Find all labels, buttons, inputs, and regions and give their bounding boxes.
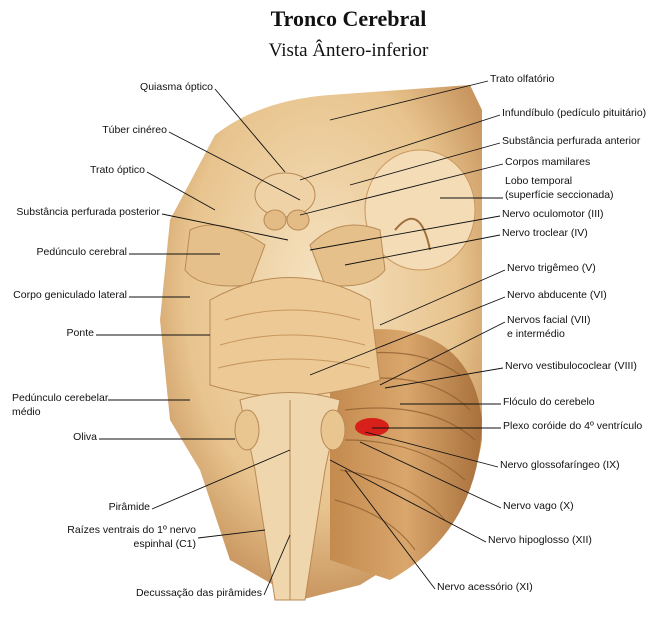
label-ponte: Ponte — [66, 327, 94, 339]
label-trato-optico: Trato óptico — [89, 164, 145, 176]
label-line-1: Lobo temporal — [505, 175, 573, 187]
label-nervos-facial: Nervos facial (VII) e intermédio — [507, 313, 590, 341]
label-nervo-acessorio: Nervo acessório (XI) — [437, 581, 533, 593]
label-oliva: Oliva — [73, 431, 97, 443]
label-nervo-oculomotor: Nervo oculomotor (III) — [502, 208, 604, 220]
choroid-plexus-shape — [355, 418, 389, 436]
label-nervo-glossofaringeo: Nervo glossofaríngeo (IX) — [500, 459, 620, 471]
label-nervo-vestibulococlear: Nervo vestibulococlear (VIII) — [505, 360, 637, 372]
label-corpo-geniculado-lateral: Corpo geniculado lateral — [13, 289, 127, 301]
label-substancia-perfurada-posterior: Substância perfurada posterior — [16, 206, 160, 218]
label-infundibulo: Infundíbulo (pedículo pituitário) — [502, 107, 647, 119]
label-piramide: Pirâmide — [108, 501, 150, 513]
label-line-2: (superfície seccionada) — [505, 189, 614, 201]
label-line-1: Pedúnculo cerebelar — [12, 392, 109, 404]
label-line-1: Raízes ventrais do 1º nervo — [67, 524, 196, 536]
label-peduncolo-cerebelar-medio: Pedúnculo cerebelar médio — [12, 391, 108, 419]
label-peduncolo-cerebral: Pedúnculo cerebral — [36, 246, 127, 258]
label-nervo-troclear: Nervo troclear (IV) — [502, 227, 588, 239]
label-floculo-cerebelo: Flóculo do cerebelo — [503, 396, 595, 408]
label-quiasma-optico: Quiasma óptico — [140, 81, 213, 93]
label-trato-olfatorio: Trato olfatório — [490, 73, 555, 85]
label-line-1: Nervos facial (VII) — [507, 314, 591, 326]
diagram-title: Tronco Cerebral — [270, 6, 427, 31]
label-line-2: médio — [12, 406, 41, 418]
label-line-2: espinhal (C1) — [133, 538, 196, 550]
temporal-lobe-shape — [364, 149, 476, 271]
label-raizes-ventrais: Raízes ventrais do 1º nervo espinhal (C1) — [67, 523, 196, 551]
label-nervo-hipoglosso: Nervo hipoglosso (XII) — [488, 534, 592, 546]
leader-lines — [96, 80, 506, 596]
label-tuber-cinereo: Túber cinéreo — [102, 124, 167, 136]
pons-shape — [209, 277, 381, 397]
label-substancia-perfurada-anterior: Substância perfurada anterior — [502, 135, 641, 147]
label-lobo-temporal: Lobo temporal (superfície seccionada) — [505, 174, 614, 202]
label-nervo-vago: Nervo vago (X) — [503, 500, 574, 512]
label-nervo-trigemeo: Nervo trigêmeo (V) — [507, 262, 596, 274]
label-decussacao-piramides: Decussação das pirâmides — [135, 587, 262, 599]
label-plexo-coroide: Plexo coróide do 4º ventrículo — [503, 420, 643, 432]
diagram-subtitle: Vista Ântero-inferior — [268, 40, 429, 61]
label-corpos-mamilares: Corpos mamilares — [505, 156, 591, 168]
label-nervo-abducente: Nervo abducente (VI) — [507, 289, 607, 301]
label-line-2: e intermédio — [507, 328, 565, 340]
